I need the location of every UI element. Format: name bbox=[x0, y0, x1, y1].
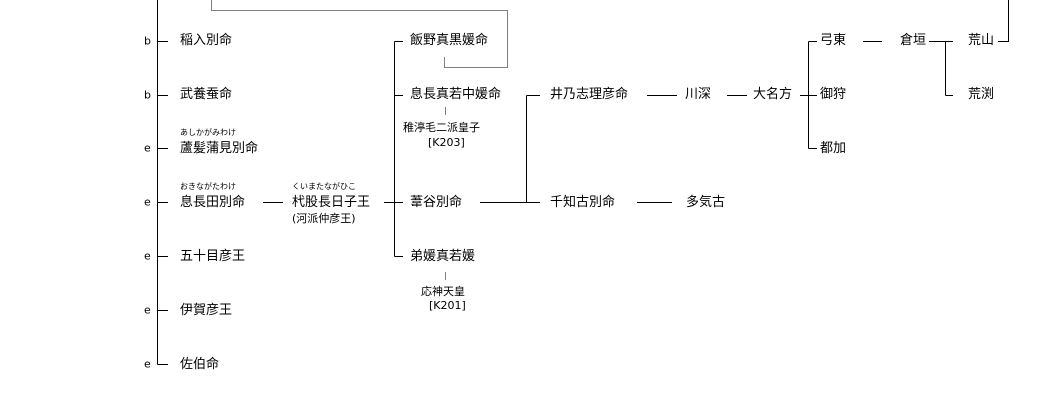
ruby-reading: くいまたながひこ bbox=[292, 182, 356, 191]
person-name[interactable]: 弟媛真若媛 bbox=[410, 249, 476, 264]
person-name[interactable]: 佐伯命 bbox=[180, 357, 220, 372]
person-name[interactable]: 葦谷別命 bbox=[410, 195, 463, 210]
marker: e bbox=[144, 303, 151, 317]
person-name[interactable]: 杙股長日子王 bbox=[292, 195, 371, 210]
ruby-reading: あしかがみわけ bbox=[180, 128, 236, 137]
person-name[interactable]: 都加 bbox=[820, 141, 847, 156]
person-name[interactable]: 御狩 bbox=[820, 87, 847, 102]
person-alias: (河派仲彦王) bbox=[292, 212, 356, 225]
person-name[interactable]: 大名方 bbox=[753, 87, 793, 102]
person-name[interactable]: 弓東 bbox=[820, 33, 847, 48]
marker: b bbox=[144, 88, 151, 102]
spouse-name[interactable]: 応神天皇 bbox=[421, 285, 465, 298]
person-name[interactable]: 多気古 bbox=[686, 195, 726, 210]
person-name[interactable]: 伊賀彦王 bbox=[180, 303, 233, 318]
marker: e bbox=[144, 195, 151, 209]
person-name[interactable]: 川深 bbox=[685, 87, 712, 102]
person-name[interactable]: 荒山 bbox=[968, 33, 995, 48]
person-name[interactable]: 蘆髪蒲見別命 bbox=[180, 141, 259, 156]
person-name[interactable]: 稲入別命 bbox=[180, 33, 233, 48]
marker: e bbox=[144, 249, 151, 263]
marker: e bbox=[144, 141, 151, 155]
person-name[interactable]: 飯野真黒媛命 bbox=[410, 33, 489, 48]
ruby-reading: おきながたわけ bbox=[180, 182, 236, 191]
spouse-code: [K201] bbox=[429, 299, 466, 312]
person-name[interactable]: 倉垣 bbox=[900, 33, 927, 48]
person-name[interactable]: 五十目彦王 bbox=[180, 249, 246, 264]
person-name[interactable]: 井乃志理彦命 bbox=[550, 87, 629, 102]
marker: e bbox=[144, 357, 151, 371]
person-name[interactable]: 千知古別命 bbox=[550, 195, 616, 210]
person-name[interactable]: 息長真若中媛命 bbox=[410, 87, 502, 102]
marker: b bbox=[144, 34, 151, 48]
person-name[interactable]: 武養蚕命 bbox=[180, 87, 233, 102]
person-name[interactable]: 荒渕 bbox=[968, 87, 995, 102]
spouse-name[interactable]: 稚渟毛二派皇子 bbox=[403, 121, 480, 134]
person-name[interactable]: 息長田別命 bbox=[180, 195, 246, 210]
spouse-code: [K203] bbox=[428, 136, 465, 149]
